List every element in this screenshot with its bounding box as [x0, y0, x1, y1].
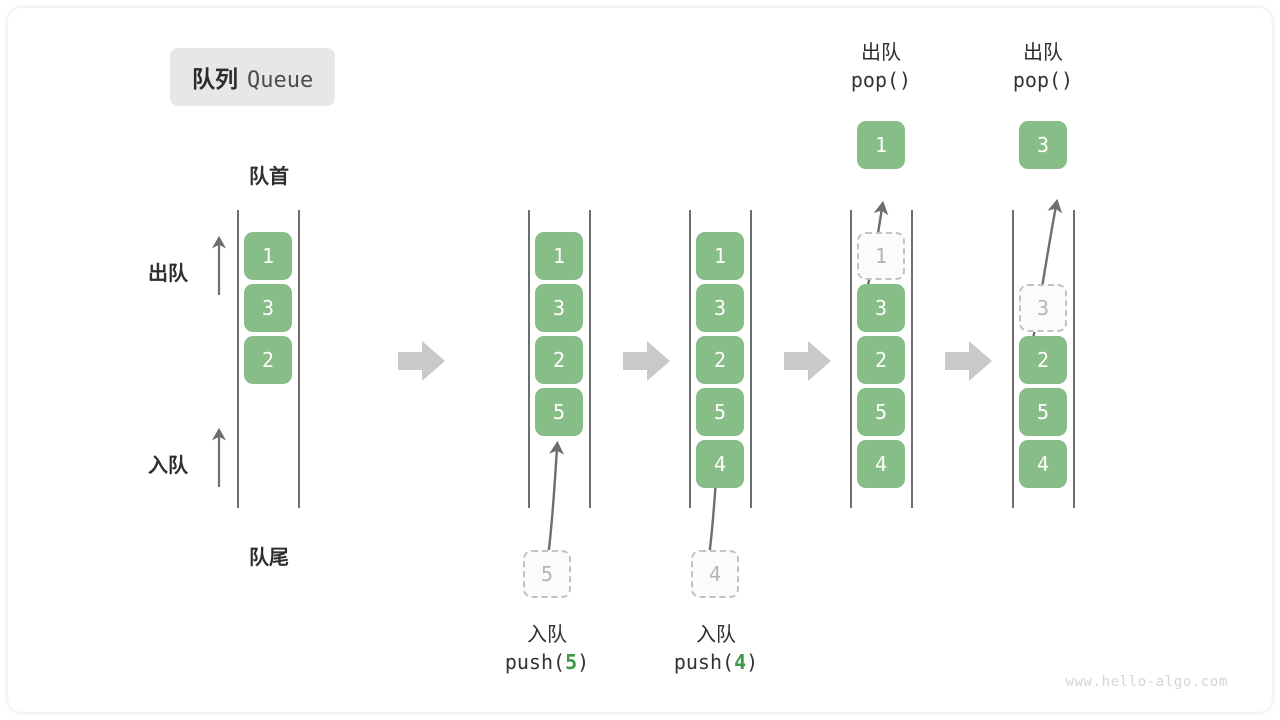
diagram-title-badge: 队列 Queue	[170, 48, 336, 106]
queue-cell: 3	[244, 284, 292, 332]
pop-1-caption: 出队 pop()	[801, 38, 961, 95]
queue-cell: 4	[696, 440, 744, 488]
diagram-canvas: 队列 Queue	[8, 8, 1272, 712]
queue-cell: 5	[1019, 388, 1067, 436]
queue-cell: 2	[1019, 336, 1067, 384]
queue-cell: 2	[244, 336, 292, 384]
dequeue-direction-label: 出队	[148, 261, 188, 285]
queue-cell: 4	[1019, 440, 1067, 488]
queue-cell: 5	[857, 388, 905, 436]
enqueue-direction-label: 入队	[148, 453, 188, 477]
push-4-fn-end: )	[746, 650, 759, 675]
watermark: www.hello-algo.com	[1065, 674, 1228, 690]
push-5-caption-code: push(5)	[467, 648, 627, 676]
incoming-ghost-cell: 5	[523, 550, 571, 598]
queue-cell: 1	[696, 232, 744, 280]
queue-cell: 3	[696, 284, 744, 332]
queue-head-label: 队首	[249, 164, 289, 188]
popped-cell: 3	[1019, 121, 1067, 169]
queue-cell: 1	[244, 232, 292, 280]
popped-cell: 1	[857, 121, 905, 169]
queue-cell: 1	[535, 232, 583, 280]
push-5-arg: 5	[565, 650, 578, 675]
push-4-caption: 入队 push(4)	[636, 620, 796, 677]
pop-3-caption: 出队 pop()	[963, 38, 1123, 95]
push-5-caption-cn: 入队	[527, 622, 567, 646]
title-chinese: 队列	[192, 67, 238, 93]
queue-cell-ghost: 1	[857, 232, 905, 280]
push-5-caption: 入队 push(5)	[467, 620, 627, 677]
pop-1-caption-code: pop()	[850, 68, 912, 93]
queue-cell: 3	[535, 284, 583, 332]
queue-cell: 2	[696, 336, 744, 384]
push-4-arg: 4	[734, 650, 747, 675]
push-4-caption-code: push(4)	[636, 648, 796, 676]
queue-cell: 5	[696, 388, 744, 436]
push-4-fn: push(	[673, 650, 735, 675]
queue-cell: 3	[857, 284, 905, 332]
queue-tail-label: 队尾	[249, 545, 289, 569]
pop-3-caption-code: pop()	[1012, 68, 1074, 93]
queue-cell: 2	[857, 336, 905, 384]
push-5-fn: push(	[504, 650, 566, 675]
queue-cell: 5	[535, 388, 583, 436]
diagram-overlay	[211, 198, 1075, 558]
queue-cell: 2	[535, 336, 583, 384]
title-english: Queue	[247, 68, 314, 93]
pop-1-caption-cn: 出队	[861, 40, 901, 64]
pop-3-caption-cn: 出队	[1023, 40, 1063, 64]
push-4-caption-cn: 入队	[696, 622, 736, 646]
incoming-ghost-cell: 4	[691, 550, 739, 598]
queue-cell: 4	[857, 440, 905, 488]
queue-cell-ghost: 3	[1019, 284, 1067, 332]
push-5-fn-end: )	[577, 650, 590, 675]
